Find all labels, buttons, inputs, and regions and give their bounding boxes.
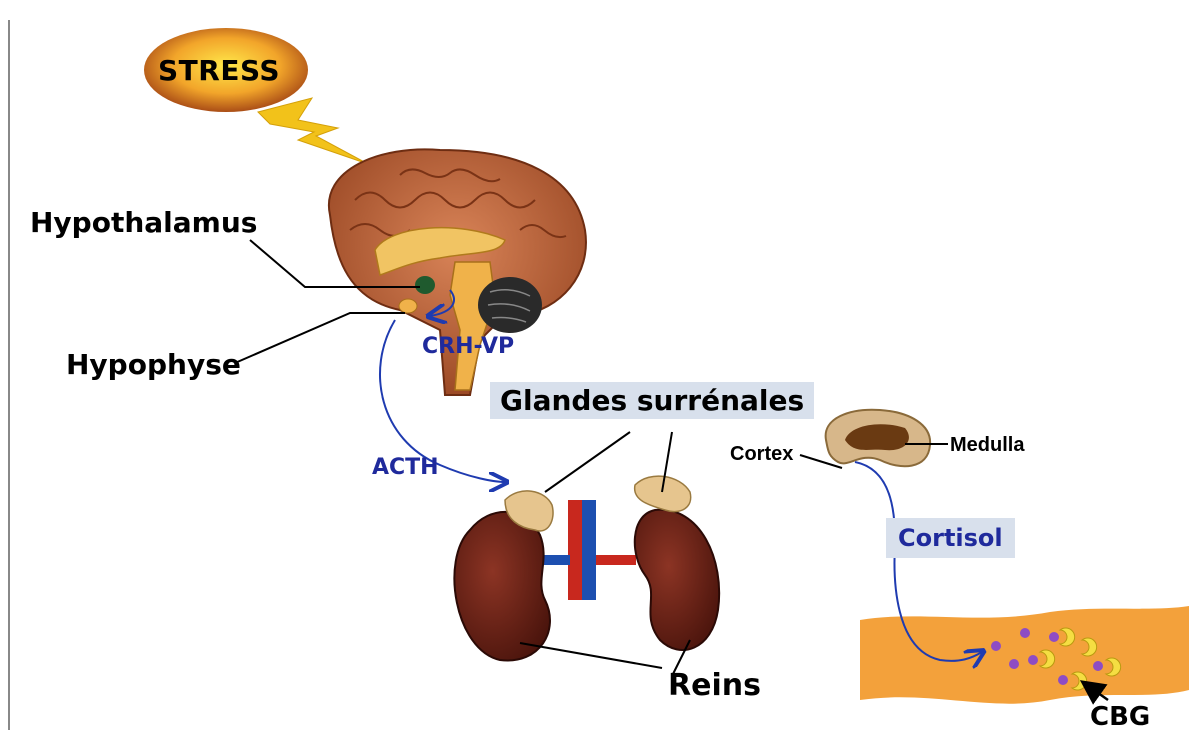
cortisol-label: Cortisol bbox=[886, 518, 1015, 558]
medulla-label: Medulla bbox=[950, 434, 1024, 457]
reins-label: Reins bbox=[668, 668, 761, 703]
kidney-icon bbox=[454, 476, 719, 660]
glandes-surrenales-label: Glandes surrénales bbox=[490, 382, 814, 419]
hypophyse-label: Hypophyse bbox=[66, 348, 241, 381]
stress-label: STRESS bbox=[158, 54, 280, 87]
hypothalamus-label: Hypothalamus bbox=[30, 206, 257, 239]
crh-vp-label: CRH-VP bbox=[422, 334, 514, 359]
cbg-label: CBG bbox=[1090, 702, 1150, 732]
cortex-label: Cortex bbox=[730, 443, 793, 466]
blood-vessel-icon bbox=[860, 606, 1189, 704]
lightning-icon bbox=[258, 98, 368, 164]
adrenal-gland-icon bbox=[826, 410, 931, 466]
acth-label: ACTH bbox=[372, 455, 439, 480]
